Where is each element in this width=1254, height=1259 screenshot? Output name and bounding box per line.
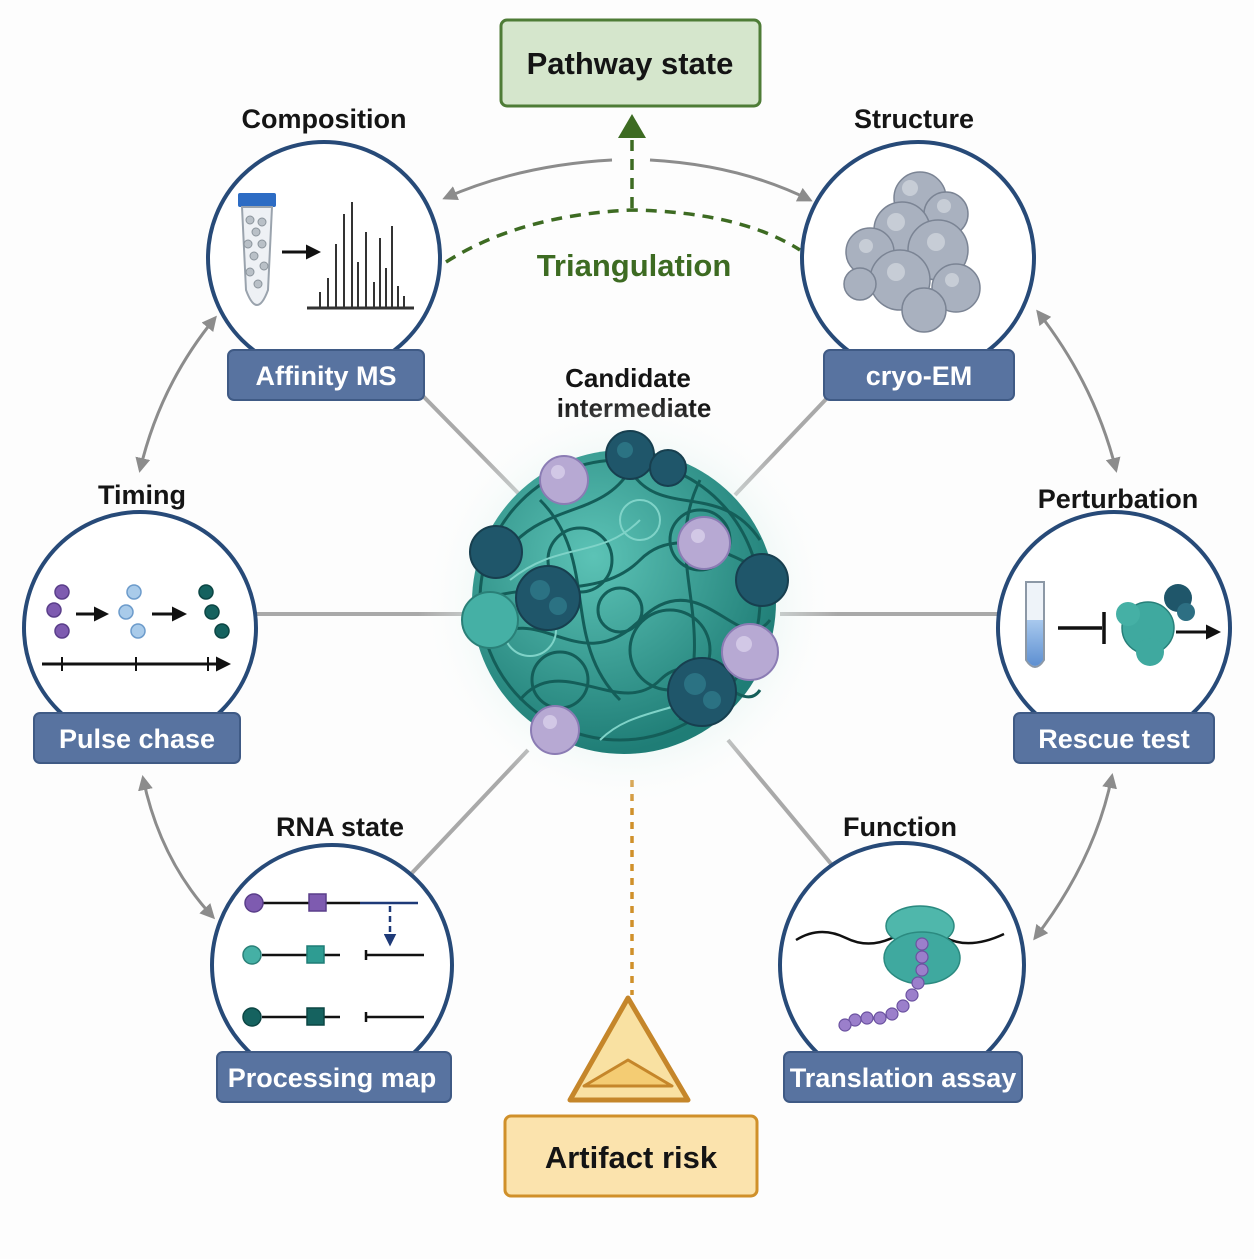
affinity-ms-illustration xyxy=(238,193,414,310)
pathway-state-box[interactable]: Pathway state xyxy=(499,18,762,108)
rna-state-node[interactable]: RNA state Processing map xyxy=(210,812,454,1103)
composition-node[interactable]: Composition xyxy=(206,104,442,401)
perturbation-node[interactable]: Perturbation Rescue test xyxy=(996,484,1232,764)
rescue-test-illustration xyxy=(1025,581,1221,668)
pulse-chase-label: Pulse chase xyxy=(59,724,215,754)
triangulation-label: Triangulation xyxy=(537,248,732,283)
timing-node[interactable]: Timing Pulse chase xyxy=(22,480,258,764)
cryo-em-density-icon xyxy=(843,171,981,333)
artifact-risk-box[interactable]: Artifact risk xyxy=(503,1114,759,1198)
cryo-em-label: cryo-EM xyxy=(866,361,973,391)
mass-spectrum-icon xyxy=(307,202,414,310)
timing-heading: Timing xyxy=(98,480,186,510)
pulse-chase-illustration xyxy=(42,584,231,672)
warning-triangle-icon xyxy=(567,995,691,1103)
protein-complex-icon xyxy=(1116,584,1195,666)
structure-heading: Structure xyxy=(854,104,974,134)
center-label-line1: Candidate xyxy=(565,363,691,393)
peptide-chain-icon xyxy=(838,937,929,1032)
composition-heading: Composition xyxy=(242,104,407,134)
test-tube-icon xyxy=(1025,581,1045,668)
function-node[interactable]: Function Translation ass xyxy=(778,812,1026,1103)
pathway-state-label: Pathway state xyxy=(527,46,734,81)
structure-node[interactable]: Structure cryo-EM xyxy=(800,104,1036,401)
translation-assay-illustration xyxy=(795,905,1005,1032)
triangulation-links: Triangulation xyxy=(445,114,801,283)
inhibition-icon xyxy=(1058,612,1106,644)
cycle-arrows xyxy=(135,158,1121,941)
perturbation-heading: Perturbation xyxy=(1038,484,1199,514)
sample-tube-icon xyxy=(238,193,276,306)
affinity-ms-label: Affinity MS xyxy=(256,361,397,391)
artifact-risk-label: Artifact risk xyxy=(545,1140,718,1175)
candidate-intermediate-complex xyxy=(418,392,838,812)
translation-assay-label: Translation assay xyxy=(790,1063,1017,1093)
rescue-test-label: Rescue test xyxy=(1038,724,1190,754)
triangulation-arrowhead xyxy=(618,114,646,138)
processing-map-label: Processing map xyxy=(228,1063,437,1093)
function-heading: Function xyxy=(843,812,957,842)
processing-map-illustration xyxy=(242,893,424,1027)
rna-state-heading: RNA state xyxy=(276,812,404,842)
